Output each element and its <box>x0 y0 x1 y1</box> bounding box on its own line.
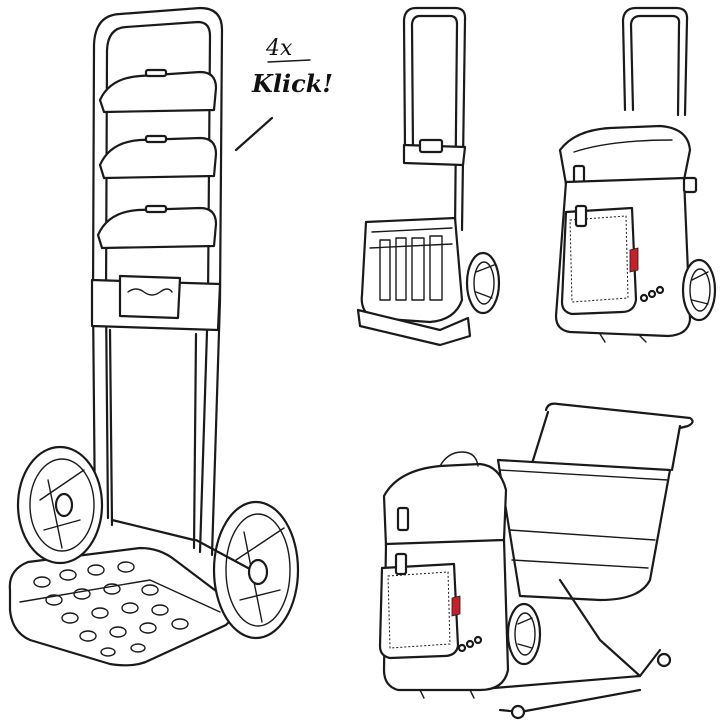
shopping-cart <box>468 402 694 720</box>
bag-trolley-in-cart <box>378 451 542 699</box>
large-trolley-wheel-left <box>16 445 104 565</box>
click-word-label: Klick! <box>251 69 333 98</box>
bag-trolley <box>554 6 717 343</box>
click-count-label: 4x <box>265 36 293 61</box>
large-trolley-footplate <box>8 546 235 667</box>
large-trolley-frame <box>90 6 224 557</box>
klick-annotation: 4x Klick! <box>234 36 333 152</box>
large-trolley-wheel-right <box>194 500 300 640</box>
pointer-line <box>234 116 274 152</box>
crate-trolley <box>356 6 501 347</box>
